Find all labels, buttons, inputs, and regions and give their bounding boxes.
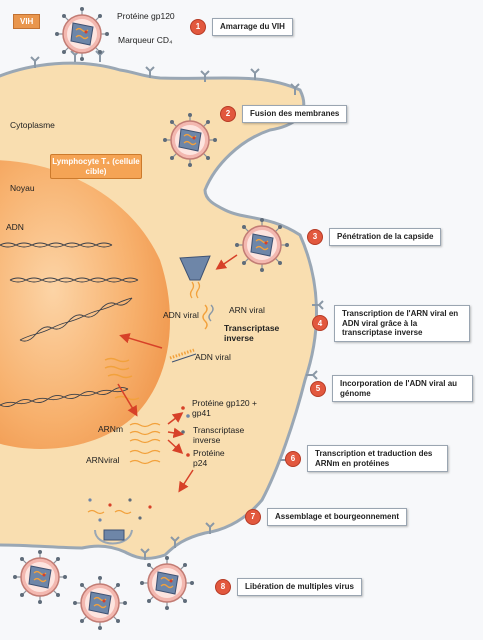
capsid-entering [179,255,211,299]
step-6-badge: 6 [285,450,301,467]
dna-label: ADN [6,222,24,232]
step-3-badge: 3 [307,228,323,245]
gp120-gp41-label: Protéine gp120 + gp41 [192,398,257,418]
step-5-label: Incorporation de l'ADN viral au génome [332,375,473,403]
step-2-label: Fusion des membranes [242,105,348,123]
viral-dna-label-2: ADN viral [195,352,231,362]
mrna-strands [129,422,161,465]
step-1-label: Amarrage du VIH [212,18,293,36]
mrna-label: ARNm [98,424,124,434]
vih-tag: VIH [13,14,41,29]
reverse-transcriptase-label-1: Transcriptase inverse [224,323,280,343]
step-8-label: Libération de multiples virus [237,578,362,596]
viral-dna-label-1: ADN viral [163,310,199,320]
cd4-label: Marqueur CD₄ [118,35,173,45]
step-3-label: Pénétration de la capside [329,228,442,246]
step-4-badge: 4 [312,315,328,332]
step-3: 3 Pénétration de la capside [307,228,442,246]
step-2: 2 Fusion des membranes [220,105,348,123]
cell-type-tag: Lymphocyte T₄ (cellule cible) [50,154,142,180]
step-8-badge: 8 [215,578,231,595]
protein-dots [87,406,190,522]
viral-rna-label-2: ARNviral [86,455,120,465]
step-6: 6 Transcription et traduction des ARNm e… [285,445,448,473]
gp120-label: Protéine gp120 [117,11,175,21]
step-1: 1 Amarrage du VIH [190,18,293,36]
viral-rna-label: ARN viral [229,305,265,315]
step-4: 4 Transcription de l'ARN viral en ADN vi… [312,305,470,342]
step-2-badge: 2 [220,105,236,122]
step-1-badge: 1 [190,18,206,35]
p24-label: Protéine p24 [193,448,225,468]
dna-helix-icon [0,242,139,408]
reverse-transcriptase-label-2: Transcriptase inverse [193,425,245,445]
step-4-label: Transcription de l'ARN viral en ADN vira… [334,305,470,342]
step-8: 8 Libération de multiples virus [215,578,362,596]
step-5: 5 Incorporation de l'ADN viral au génome [310,375,473,403]
step-7: 7 Assemblage et bourgeonnement [245,508,408,526]
step-7-badge: 7 [245,508,261,525]
nucleus-label: Noyau [10,183,35,193]
arrow-icon [117,254,238,493]
step-5-badge: 5 [310,380,326,397]
cytoplasm-label: Cytoplasme [10,120,55,130]
step-7-label: Assemblage et bourgeonnement [267,508,408,526]
step-6-label: Transcription et traduction des ARNm en … [307,445,448,473]
